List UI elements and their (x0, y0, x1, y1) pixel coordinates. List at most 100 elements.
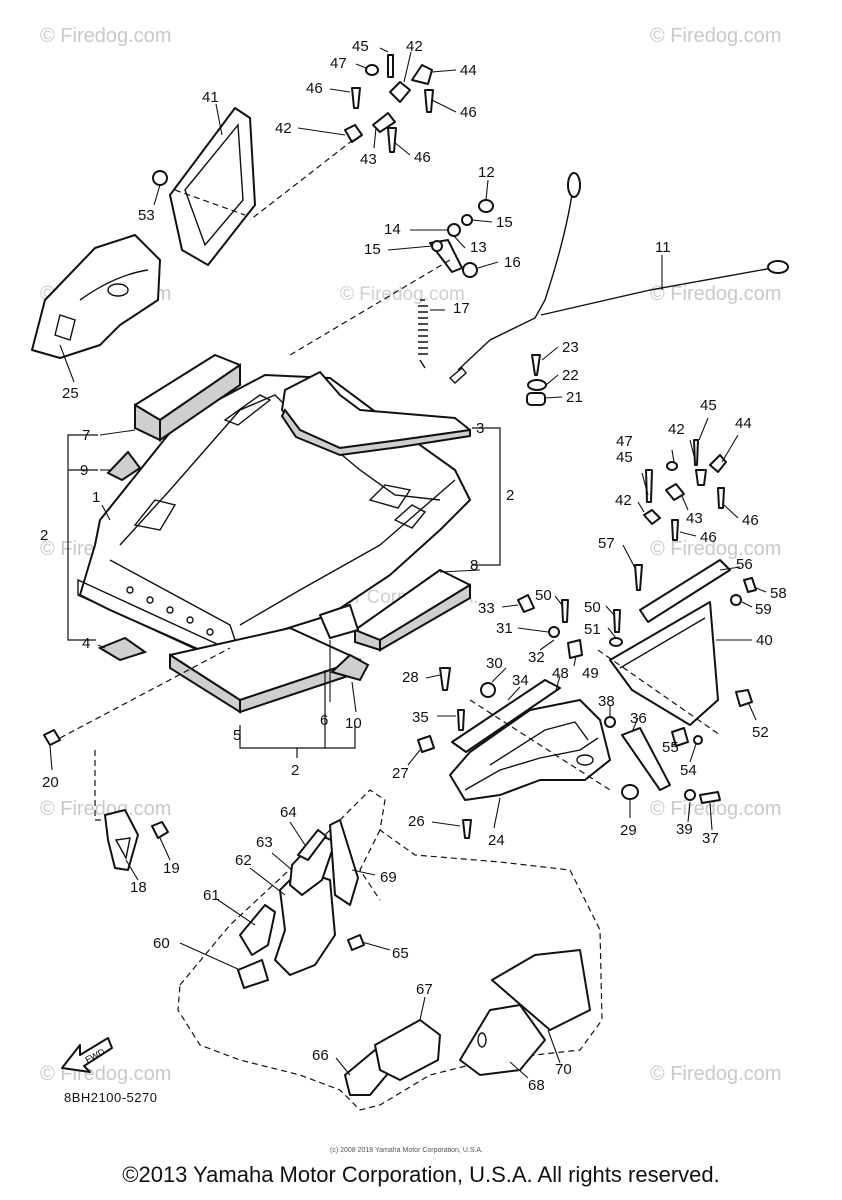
callout-9: 9 (80, 462, 88, 479)
pad-3-drawing (280, 371, 471, 457)
callout-13: 13 (470, 239, 487, 256)
callout-46: 46 (414, 149, 431, 166)
watermark-center: © Firedog.com (340, 284, 465, 305)
callout-47: 47 (616, 433, 633, 450)
callout-22: 22 (562, 367, 579, 384)
parts-18-20-drawing (43, 647, 231, 871)
pad-9-drawing (106, 450, 142, 482)
callout-57: 57 (598, 535, 615, 552)
callout-2: 2 (40, 527, 48, 544)
callout-69: 69 (380, 869, 397, 886)
callout-53: 53 (138, 207, 155, 224)
callout-8: 8 (470, 557, 478, 574)
callout-47: 47 (330, 55, 347, 72)
callout-23: 23 (562, 339, 579, 356)
callout-46: 46 (460, 104, 477, 121)
callout-29: 29 (620, 822, 637, 839)
parts-21-23-drawing (526, 354, 547, 406)
callout-45: 45 (352, 38, 369, 55)
part-56-strip-drawing (639, 559, 731, 623)
part-11-cable-drawing (448, 172, 789, 384)
part-34-strip-drawing (451, 679, 561, 753)
callout-19: 19 (163, 860, 180, 877)
callout-68: 68 (528, 1077, 545, 1094)
callout-24: 24 (488, 832, 505, 849)
part-24-bracket-drawing (449, 699, 611, 801)
lower-body-drawing (177, 789, 603, 1111)
callout-labels: 45 47 42 44 46 46 42 43 46 41 53 12 14 1… (40, 38, 787, 1094)
leader-lines (49, 47, 767, 1079)
part-40-panel-drawing (597, 601, 721, 736)
callout-51: 51 (584, 621, 601, 638)
callout-62: 62 (235, 852, 252, 869)
callout-16: 16 (504, 254, 521, 271)
small-copyright: (c) 2008 2018 Yamaha Motor Corporation, … (330, 1147, 483, 1154)
callout-42: 42 (668, 421, 685, 438)
part-25-side-cover-drawing (31, 234, 161, 359)
callout-43: 43 (686, 510, 703, 527)
pad-6-drawing (319, 604, 359, 639)
callout-30: 30 (486, 655, 503, 672)
callout-31: 31 (496, 620, 513, 637)
callout-41: 41 (202, 89, 219, 106)
callout-45: 45 (700, 397, 717, 414)
callout-33: 33 (478, 600, 495, 617)
callout-65: 65 (392, 945, 409, 962)
callout-44: 44 (460, 62, 477, 79)
callout-32: 32 (528, 649, 545, 666)
callout-56: 56 (736, 556, 753, 573)
callout-17: 17 (453, 300, 470, 317)
callout-46: 46 (306, 80, 323, 97)
callout-63: 63 (256, 834, 273, 851)
watermark-mid-right: © Firedog.com (650, 283, 781, 305)
callout-50: 50 (535, 587, 552, 604)
part-41-bracket-drawing (169, 107, 256, 266)
callout-15: 15 (496, 214, 513, 231)
callout-20: 20 (42, 774, 59, 791)
callout-7: 7 (82, 427, 90, 444)
callout-46: 46 (700, 529, 717, 546)
watermark-top-right: © Firedog.com (650, 25, 781, 47)
callout-40: 40 (756, 632, 773, 649)
watermark-right-3: © Firedog.com (650, 798, 781, 820)
callout-34: 34 (512, 672, 529, 689)
watermark-left-3: © Firedog.com (40, 798, 171, 820)
callout-61: 61 (203, 887, 220, 904)
callout-21: 21 (566, 389, 583, 406)
callout-67: 67 (416, 981, 433, 998)
callout-42: 42 (406, 38, 423, 55)
callout-64: 64 (280, 804, 297, 821)
callout-18: 18 (130, 879, 147, 896)
callout-1: 1 (92, 489, 100, 506)
callout-49: 49 (582, 665, 599, 682)
callout-70: 70 (555, 1061, 572, 1078)
watermark-top-left: © Firedog.com (40, 25, 171, 47)
callout-59: 59 (755, 601, 772, 618)
callout-46: 46 (742, 512, 759, 529)
right-clips-drawing (643, 439, 727, 541)
right-fasteners-drawing (417, 564, 757, 839)
callout-60: 60 (153, 935, 170, 952)
copyright-notice: ©2013 Yamaha Motor Corporation, U.S.A. A… (122, 1162, 720, 1187)
pad-10-drawing (330, 653, 370, 682)
part-36-strip-drawing (621, 727, 671, 791)
part-53-nut-drawing (152, 170, 168, 186)
pad-4-drawing (97, 636, 148, 662)
callout-44: 44 (735, 415, 752, 432)
pads-66-70-drawing (344, 949, 591, 1096)
callout-15: 15 (364, 241, 381, 258)
callout-25: 25 (62, 385, 79, 402)
watermark-bottom-left: © Firedog.com (40, 1063, 171, 1085)
callout-27: 27 (392, 765, 409, 782)
callout-48: 48 (552, 665, 569, 682)
callout-58: 58 (770, 585, 787, 602)
callout-38: 38 (598, 693, 615, 710)
callout-35: 35 (412, 709, 429, 726)
diagram-code: 8BH2100-5270 (64, 1090, 157, 1105)
callout-28: 28 (402, 669, 419, 686)
pads-60-65-drawing (237, 819, 365, 989)
callout-5: 5 (233, 727, 241, 744)
callout-3: 3 (476, 420, 484, 437)
pad-8-drawing (354, 569, 471, 652)
